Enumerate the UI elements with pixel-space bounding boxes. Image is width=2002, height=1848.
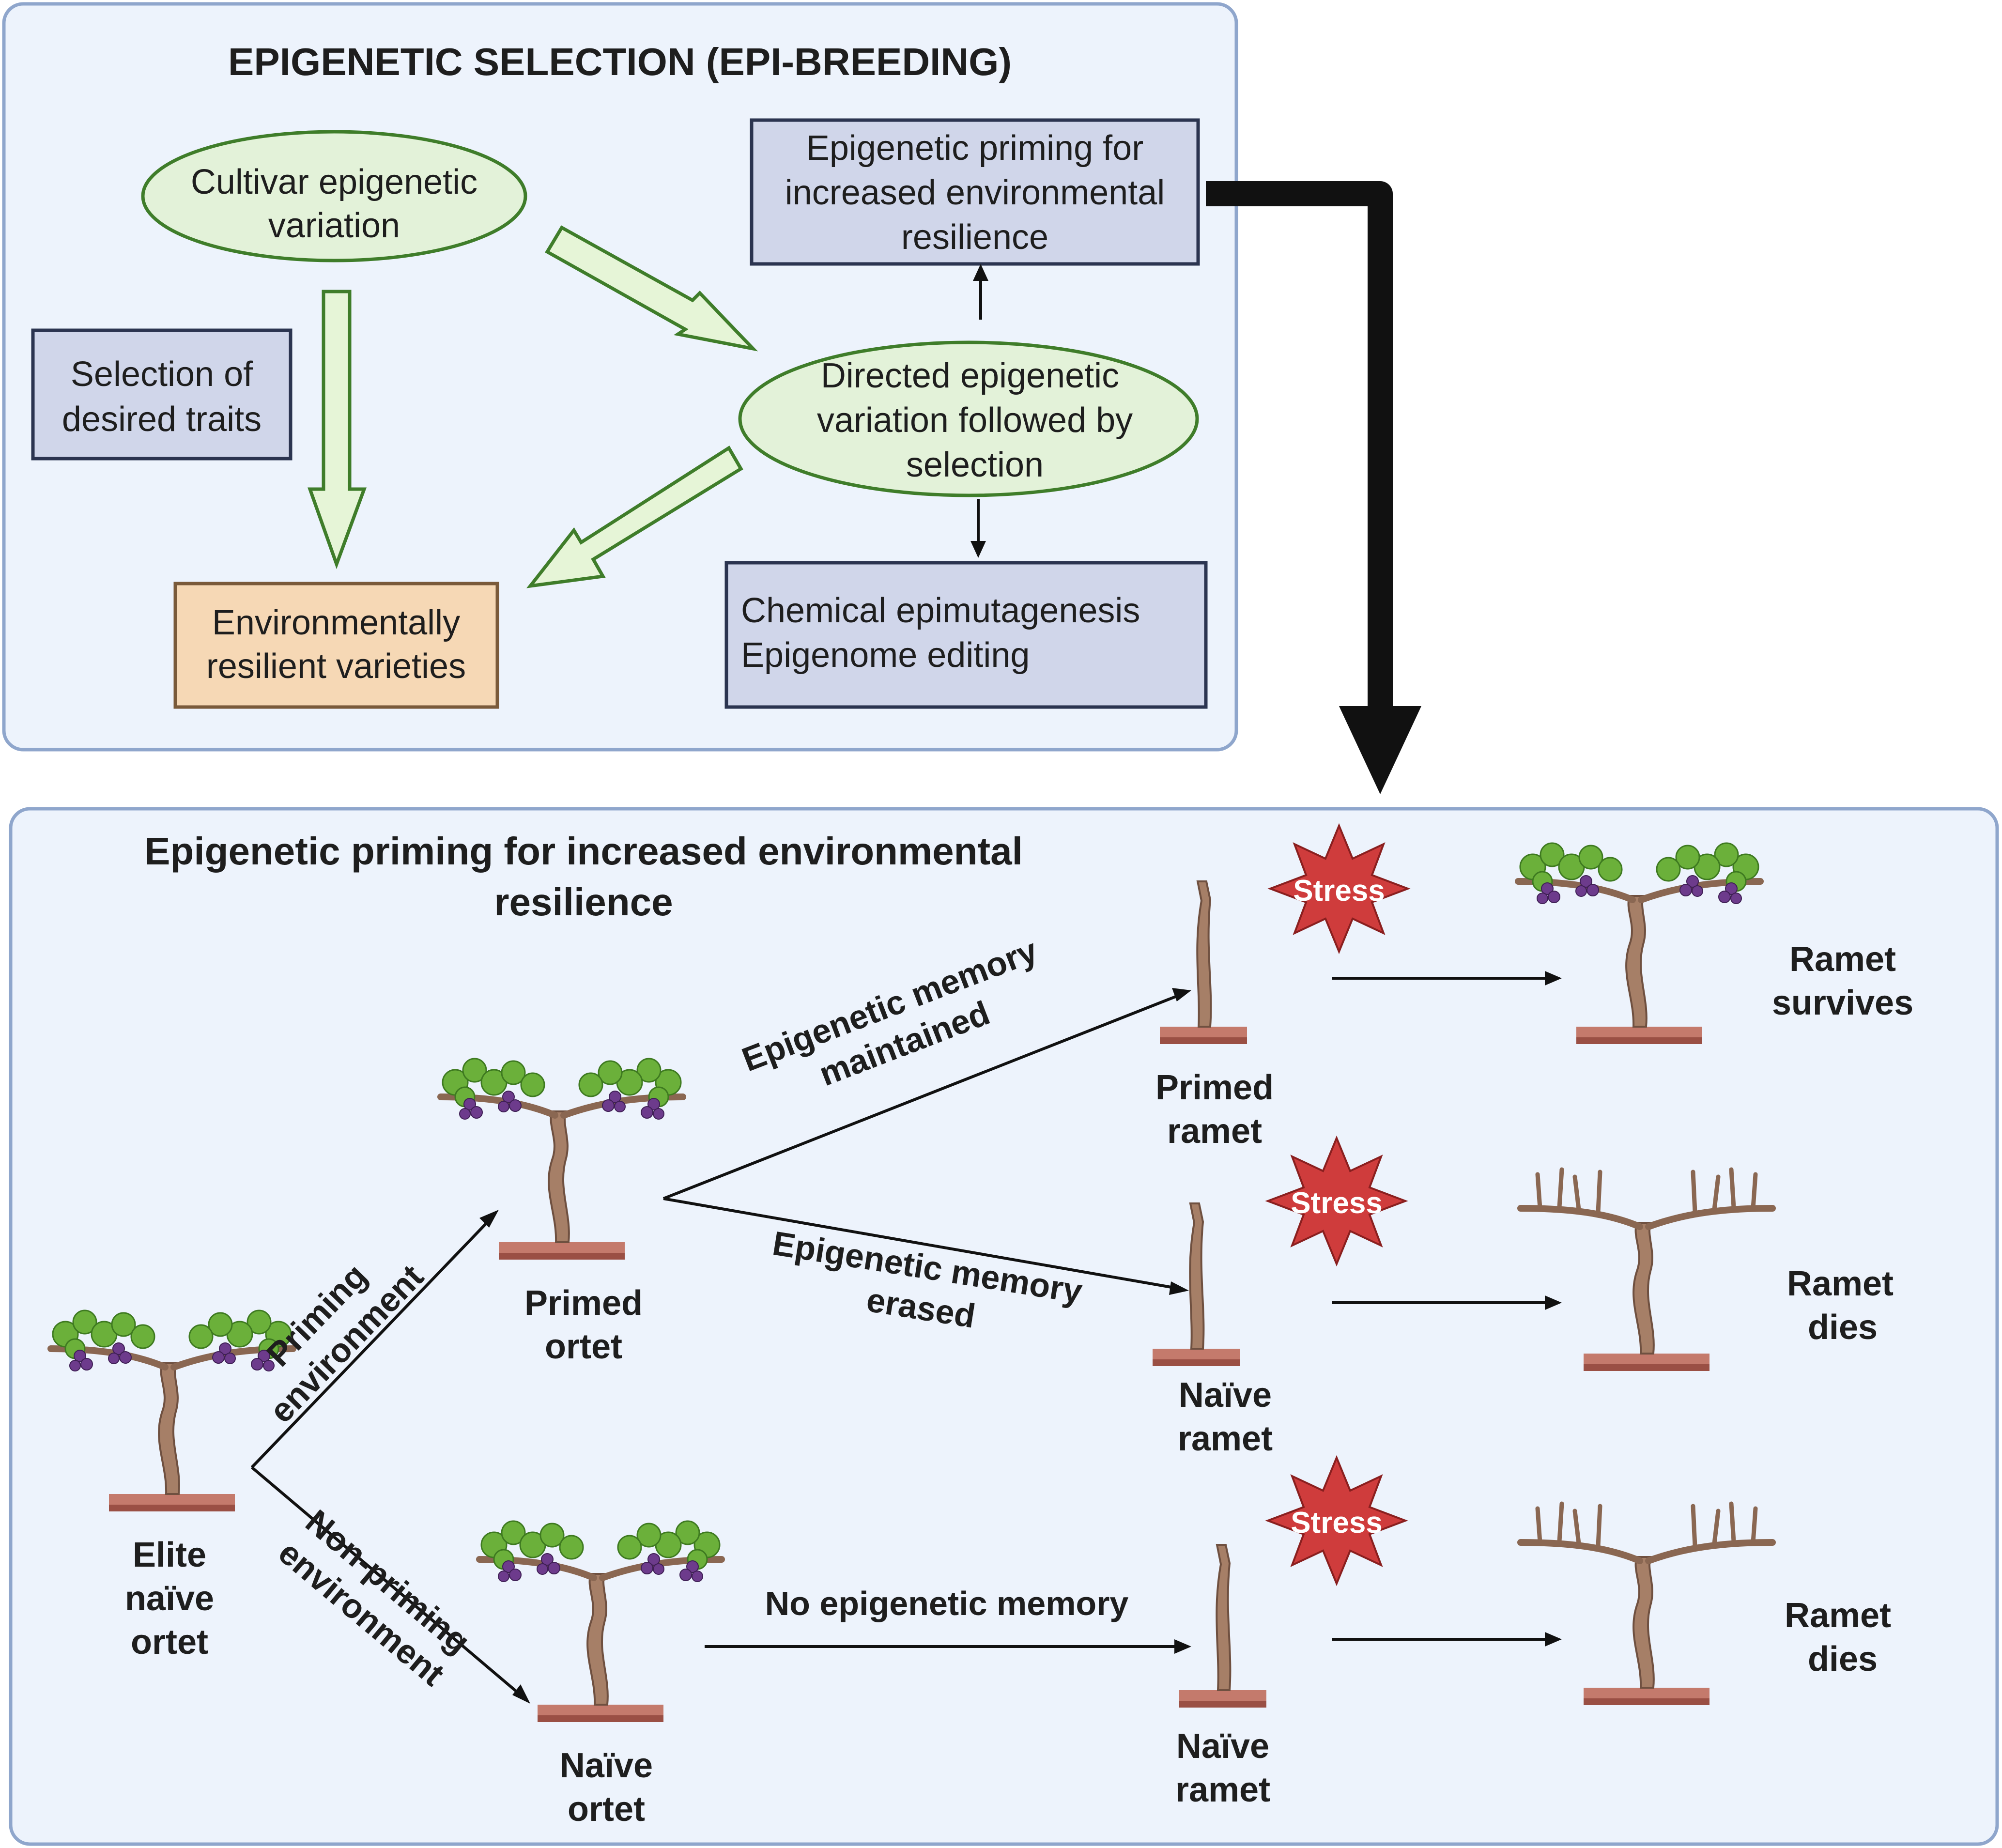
bottom-panel-title-line2: resilience xyxy=(494,880,673,924)
primed-ramet-line1: Primed xyxy=(1155,1068,1274,1107)
selection-traits-line2: desired traits xyxy=(62,400,262,439)
arrowhead-die-1 xyxy=(1545,1295,1562,1310)
outcome-2-line2: dies xyxy=(1808,1308,1878,1347)
priming-box xyxy=(750,118,1200,266)
cultivar-variation-line2: variation xyxy=(268,206,400,245)
priming-box-line1: Epigenetic priming for xyxy=(806,129,1143,168)
naive-ramet-1-line1: Naïve xyxy=(1179,1376,1272,1415)
stress-label-1: Stress xyxy=(1293,874,1385,908)
stress-label-2: Stress xyxy=(1291,1186,1383,1220)
arrowhead-no-memory xyxy=(1174,1639,1191,1654)
arrow-elite-to-primed xyxy=(250,1219,491,1469)
arrowhead-primed xyxy=(479,1210,499,1228)
selection-traits-line1: Selection of xyxy=(71,355,253,394)
connector-arrow-shaft xyxy=(1206,181,1393,712)
cultivar-variation-ellipse xyxy=(141,130,527,262)
priming-box-line2: increased environmental xyxy=(785,173,1165,212)
selection-traits-box xyxy=(31,328,293,461)
elite-ortet-line2: naïve xyxy=(125,1579,214,1618)
arrowhead-naive xyxy=(512,1684,530,1704)
arrowhead-survive xyxy=(1545,971,1562,986)
stress-label-3: Stress xyxy=(1291,1506,1383,1540)
resilient-varieties-box xyxy=(173,582,499,709)
bottom-panel-title-line1: Epigenetic priming for increased environ… xyxy=(144,830,1023,873)
primed-ramet-line2: ramet xyxy=(1167,1112,1262,1151)
arrow-down-to-chemical xyxy=(970,541,986,558)
priming-box-line3: resilience xyxy=(901,218,1048,257)
directed-variation-ellipse xyxy=(738,340,1199,497)
naive-ramet-2-line1: Naïve xyxy=(1176,1727,1269,1766)
arrow-primed-to-erased xyxy=(663,1197,1177,1290)
top-panel-title: EPIGENETIC SELECTION (EPI-BREEDING) xyxy=(228,40,1012,83)
arrow-elite-to-naive xyxy=(251,1466,522,1696)
primed-ortet-line1: Primed xyxy=(524,1284,643,1323)
outcome-1-line1: Ramet xyxy=(1789,940,1896,979)
chemical-box xyxy=(724,561,1208,709)
directed-variation-line1: Directed epigenetic xyxy=(821,356,1119,395)
cultivar-variation-line1: Cultivar epigenetic xyxy=(191,163,477,201)
resilient-varieties-line1: Environmentally xyxy=(212,603,460,642)
connector-arrow-head xyxy=(1339,706,1421,794)
directed-variation-line3: selection xyxy=(906,446,1044,484)
elite-ortet-line1: Elite xyxy=(133,1536,206,1574)
arrow-variation-to-resilient xyxy=(308,290,367,570)
arrow-up-to-priming xyxy=(973,264,988,281)
naive-ortet-line1: Naïve xyxy=(560,1746,653,1785)
arrow-variation-to-directed xyxy=(545,225,758,352)
naive-ramet-2-line2: ramet xyxy=(1175,1771,1270,1809)
outcome-1-line2: survives xyxy=(1772,984,1913,1022)
arrowhead-maintained xyxy=(1172,988,1191,1001)
outcome-3-line2: dies xyxy=(1808,1640,1878,1679)
arrow-primed-to-maintained xyxy=(662,994,1180,1200)
resilient-varieties-line2: resilient varieties xyxy=(206,647,466,686)
chemical-line2: Epigenome editing xyxy=(741,636,1030,675)
elite-ortet-line3: ortet xyxy=(131,1623,208,1662)
no-memory-label: No epigenetic memory xyxy=(765,1585,1129,1622)
arrowhead-erased xyxy=(1169,1281,1189,1295)
outcome-3-line1: Ramet xyxy=(1785,1596,1891,1635)
directed-variation-line2: variation followed by xyxy=(817,401,1133,440)
primed-ortet-line2: ortet xyxy=(545,1327,622,1366)
chemical-line1: Chemical epimutagenesis xyxy=(741,591,1140,630)
naive-ramet-1-line2: ramet xyxy=(1178,1419,1273,1458)
arrowhead-die-2 xyxy=(1545,1632,1562,1647)
outcome-2-line1: Ramet xyxy=(1787,1264,1894,1303)
arrow-directed-to-resilient xyxy=(526,446,743,588)
naive-ortet-line2: ortet xyxy=(568,1790,645,1829)
